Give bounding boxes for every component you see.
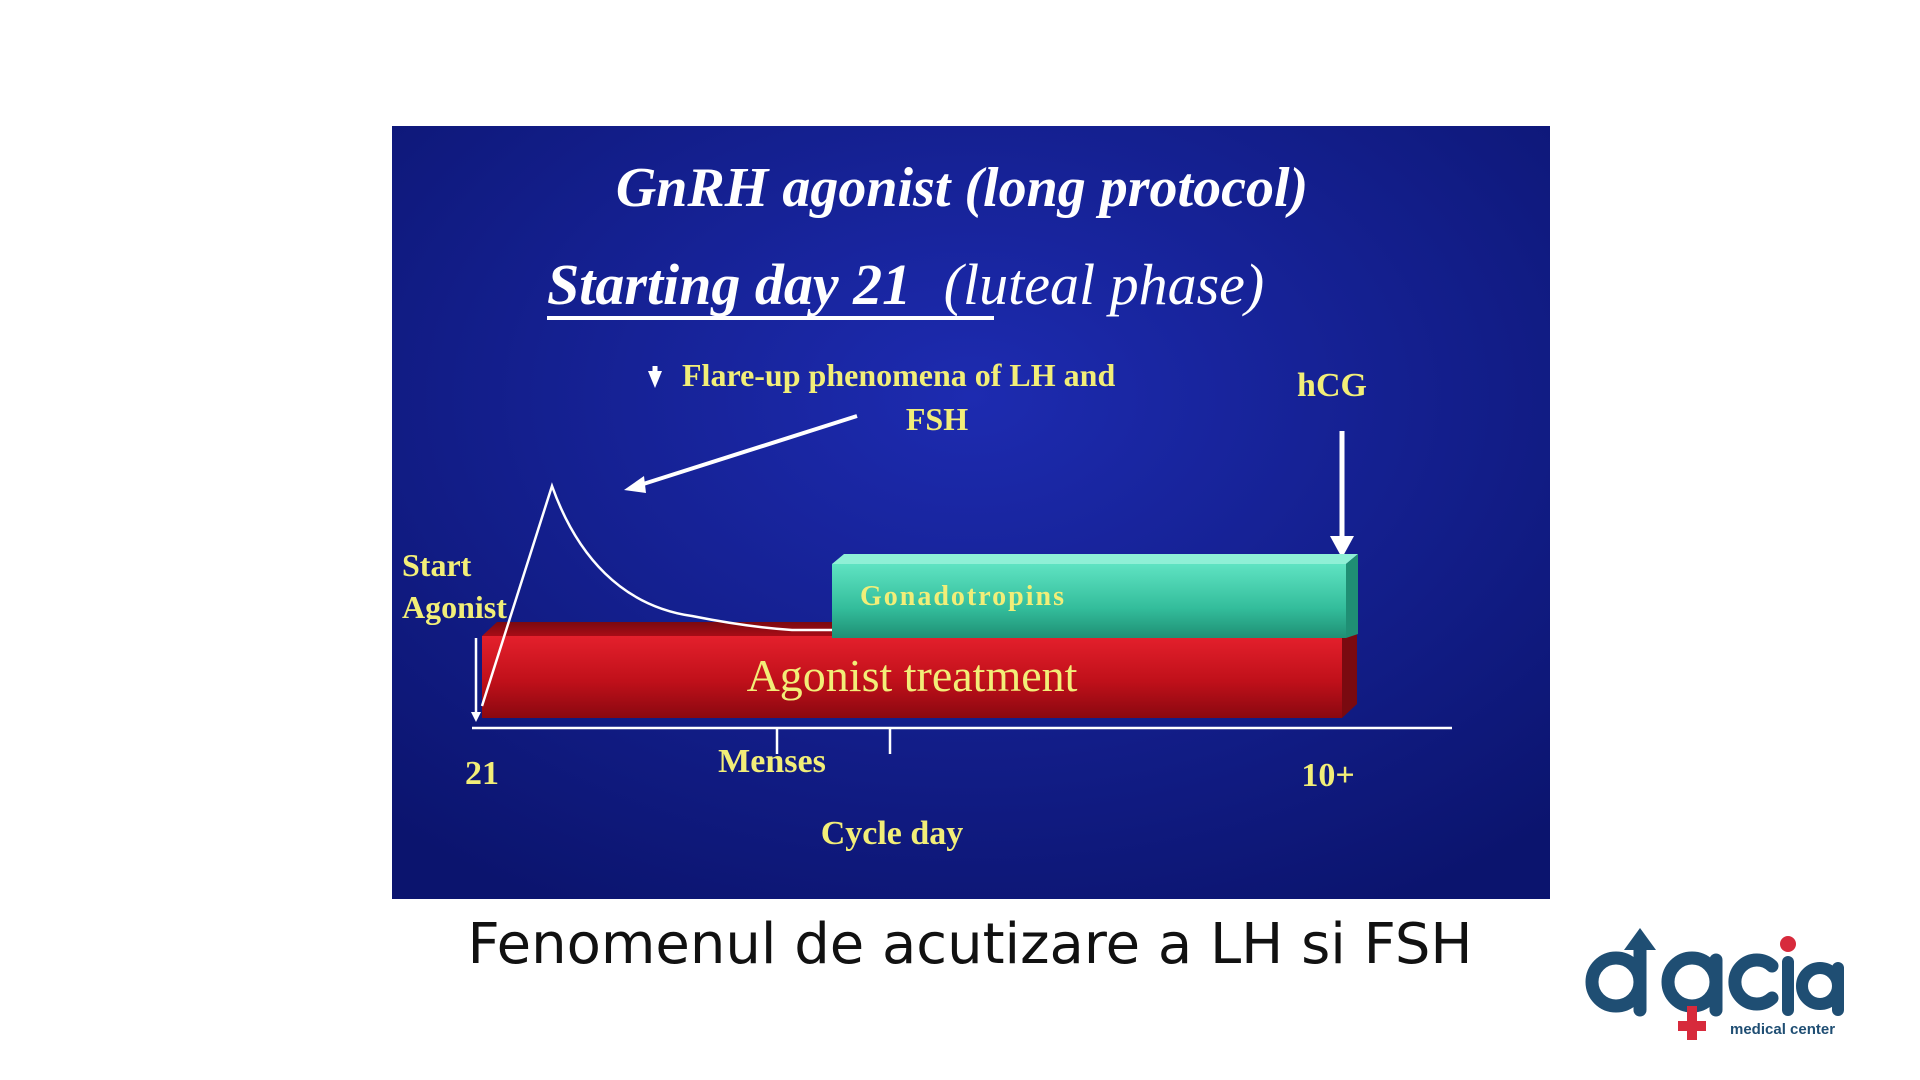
flare-pointer-arrowhead [624, 476, 646, 493]
flare-label-line2: FSH [906, 401, 968, 437]
slide-subtitle: Starting day 21 (luteal phase) [547, 252, 1264, 317]
agonist-label: Agonist treatment [747, 650, 1078, 701]
tick-label-end: 10+ [1301, 757, 1354, 794]
hcg-label: hCG [1297, 367, 1367, 404]
start-arrowhead [471, 712, 481, 722]
diagram-slide: GnRH agonist (long protocol) Starting da… [392, 126, 1550, 899]
gonadotropins-bar [832, 564, 1346, 638]
tick-label-menses: Menses [718, 743, 826, 780]
flare-down-icon [648, 371, 662, 388]
gonadotropins-bar-side [1346, 554, 1358, 638]
logo-tagline: medical center [1730, 1021, 1836, 1038]
slide-background [392, 126, 1550, 899]
subtitle-rest: (luteal phase) [944, 252, 1265, 317]
dacia-logo-icon [1585, 928, 1844, 1040]
start-label-line2: Agonist [402, 589, 507, 625]
caption: Fenomenul de acutizare a LH si FSH [467, 912, 1473, 977]
subtitle-bold: Starting day 21 [547, 252, 911, 317]
gonadotropins-bar-top [832, 554, 1358, 564]
flare-pointer-arrow [636, 414, 858, 488]
gonadotropins-label: Gonadotropins [860, 581, 1066, 612]
flare-curve [480, 482, 832, 707]
agonist-bar-side [1342, 622, 1357, 718]
axis-title: Cycle day [821, 815, 964, 852]
slide-title: GnRH agonist (long protocol) [616, 157, 1308, 219]
tick-label-start: 21 [465, 755, 499, 792]
dacia-logo: medical center [1580, 920, 1850, 1050]
flare-label-line1: Flare-up phenomena of LH and [682, 357, 1115, 393]
agonist-bar [482, 636, 1342, 718]
hcg-arrowhead [1330, 536, 1354, 558]
start-label-line1: Start [402, 547, 472, 583]
diagram-canvas: GnRH agonist (long protocol) Starting da… [392, 126, 1550, 899]
